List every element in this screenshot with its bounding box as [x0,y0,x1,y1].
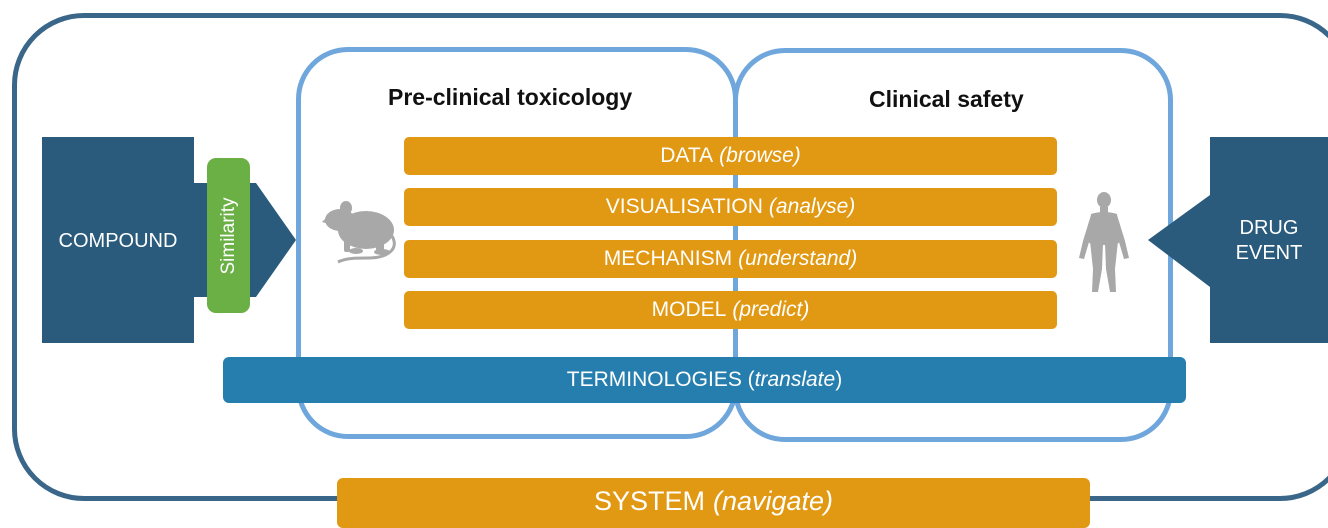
drug-event-line2: EVENT [1235,242,1303,264]
visualisation-bar-label: VISUALISATION [605,195,763,218]
similarity-badge[interactable]: Similarity [207,158,250,313]
drug-event-label: DRUG EVENT [1210,216,1328,266]
rat-icon [322,201,396,264]
clinical-title: Clinical safety [869,86,1024,112]
terminologies-label: TERMINOLOGIES ( [566,368,755,391]
terminologies-verb: translate [754,368,836,391]
preclinical-title: Pre-clinical toxicology [388,84,633,110]
terminologies-bar[interactable]: TERMINOLOGIES (translate) [223,357,1186,403]
mechanism-bar[interactable]: MECHANISM (understand) [404,240,1057,278]
human-figure-icon [1079,192,1129,292]
model-bar-label: MODEL [651,298,727,321]
compound-label: COMPOUND [58,230,178,252]
mechanism-bar-label: MECHANISM [603,247,733,270]
visualisation-bar[interactable]: VISUALISATION (analyse) [404,188,1057,226]
visualisation-bar-verb: (analyse) [768,195,856,218]
model-bar[interactable]: MODEL (predict) [404,291,1057,329]
drug-event-arrow [1148,137,1328,343]
data-bar[interactable]: DATA (browse) [404,137,1057,175]
terminologies-close: ) [835,368,843,391]
system-verb: (navigate) [712,486,834,516]
model-bar-verb: (predict) [732,298,810,321]
system-bar[interactable]: SYSTEM (navigate) [337,478,1090,528]
mechanism-bar-verb: (understand) [738,247,858,270]
data-bar-verb: (browse) [719,144,801,167]
system-label: SYSTEM [593,486,705,516]
similarity-label: Similarity [217,196,239,275]
drug-event-line1: DRUG [1239,217,1299,239]
data-bar-label: DATA [660,144,714,167]
